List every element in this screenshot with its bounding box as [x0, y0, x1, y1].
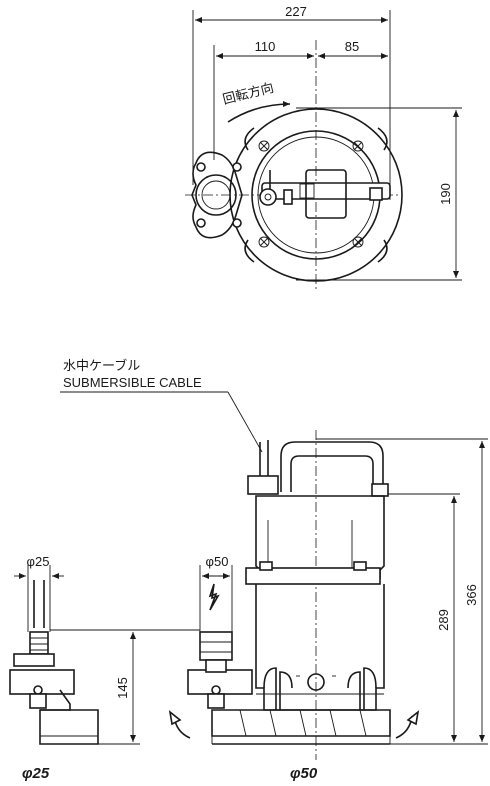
- caption-phi25: φ25: [22, 765, 50, 782]
- submersible-cable: [259, 440, 269, 476]
- outlet-50: φ50: [187, 554, 253, 709]
- discharge-outlet-top: [191, 151, 243, 239]
- rotation-direction-label: 回転方向: [221, 80, 275, 107]
- dim-small-diameter: φ25: [27, 554, 50, 569]
- rotation-arrow: [227, 101, 291, 123]
- cable-label-en: SUBMERSIBLE CABLE: [63, 375, 202, 390]
- bolt-markers: [258, 140, 364, 248]
- dim-body-height: 289: [436, 609, 451, 631]
- caption-phi50: φ50: [290, 765, 318, 782]
- dim-right-width: 85: [345, 39, 359, 54]
- handle-side: [280, 441, 384, 492]
- outlet-25: φ25: [9, 554, 99, 745]
- dim-left-width: 110: [255, 39, 276, 54]
- top-view: 227 110 85 190: [185, 4, 462, 290]
- dim-outlet-height: 145: [115, 677, 130, 699]
- dim-overall-width: 227: [285, 4, 307, 19]
- side-view: 水中ケーブル SUBMERSIBLE CABLE 366 289 145: [9, 358, 488, 782]
- cable-gland: [259, 188, 277, 206]
- dim-total-height: 366: [464, 584, 479, 606]
- cable-label-jp: 水中ケーブル: [63, 358, 140, 373]
- dim-height: 190: [438, 183, 453, 205]
- dim-large-diameter: φ50: [206, 554, 229, 569]
